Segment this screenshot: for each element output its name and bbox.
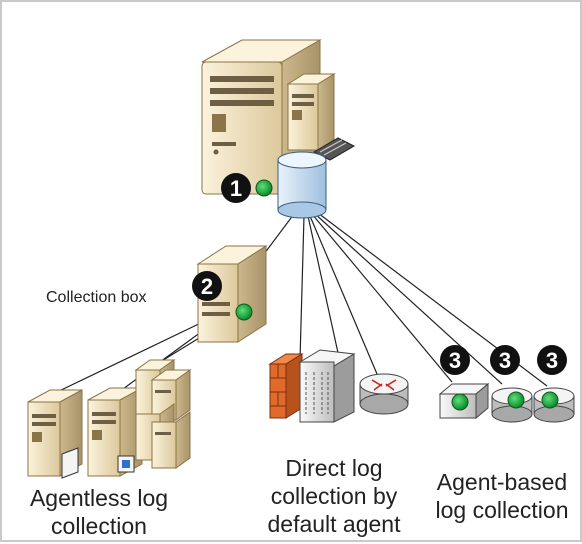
agent-device-2-icon [491,387,533,423]
agent-based-label: Agent-based log collection [420,468,582,524]
line-cb-to-server-a [56,319,208,393]
badge-agent-2: 3 [490,345,520,375]
agentless-server-a-icon [27,389,83,479]
agentless-label-line-1: Agentless log [29,485,169,511]
database-icon [277,151,327,219]
direct-label-line-3: default agent [267,511,401,537]
line-to-firewall [299,215,305,361]
direct-label-line-1: Direct log [285,455,383,481]
firewall-icon [268,353,304,419]
agentless-server-stack-icon [134,359,192,469]
badge-server: 1 [221,173,251,203]
badge-collection-box: 2 [192,271,222,301]
agent-device-3-icon [533,387,575,423]
direct-label: Direct log collection by default agent [246,454,422,538]
server-status-indicator [255,179,273,197]
line-to-router [309,215,378,375]
line-to-switch [307,215,341,363]
line-to-agent-2 [312,211,503,385]
badge-agent-1: 3 [440,345,470,375]
badge-server-number: 1 [230,176,242,201]
agentless-label: Agentless log collection [14,484,184,540]
badge-agent-2-number: 3 [499,348,511,373]
badge-agent-3-number: 3 [546,348,558,373]
badge-agent-3: 3 [537,345,567,375]
small-server-icon [286,73,336,151]
agentless-server-b-icon [87,387,143,477]
agent-based-label-line-1: Agent-based [436,469,568,495]
agentless-label-line-2: collection [51,513,147,539]
line-to-agent-1 [311,213,453,383]
badge-agent-1-number: 3 [449,348,461,373]
badge-collection-box-number: 2 [201,274,213,299]
direct-label-line-2: collection by [270,483,398,509]
agent-1-status-indicator [451,393,469,411]
network-switch-icon [298,349,356,423]
agent-3-status-indicator [541,391,559,409]
agent-based-label-line-2: log collection [435,497,569,523]
agent-device-1-icon [438,382,490,420]
agent-2-status-indicator [507,391,525,409]
router-icon [359,373,409,415]
collection-box-label: Collection box [46,289,147,306]
collection-box-status-indicator [235,303,253,321]
